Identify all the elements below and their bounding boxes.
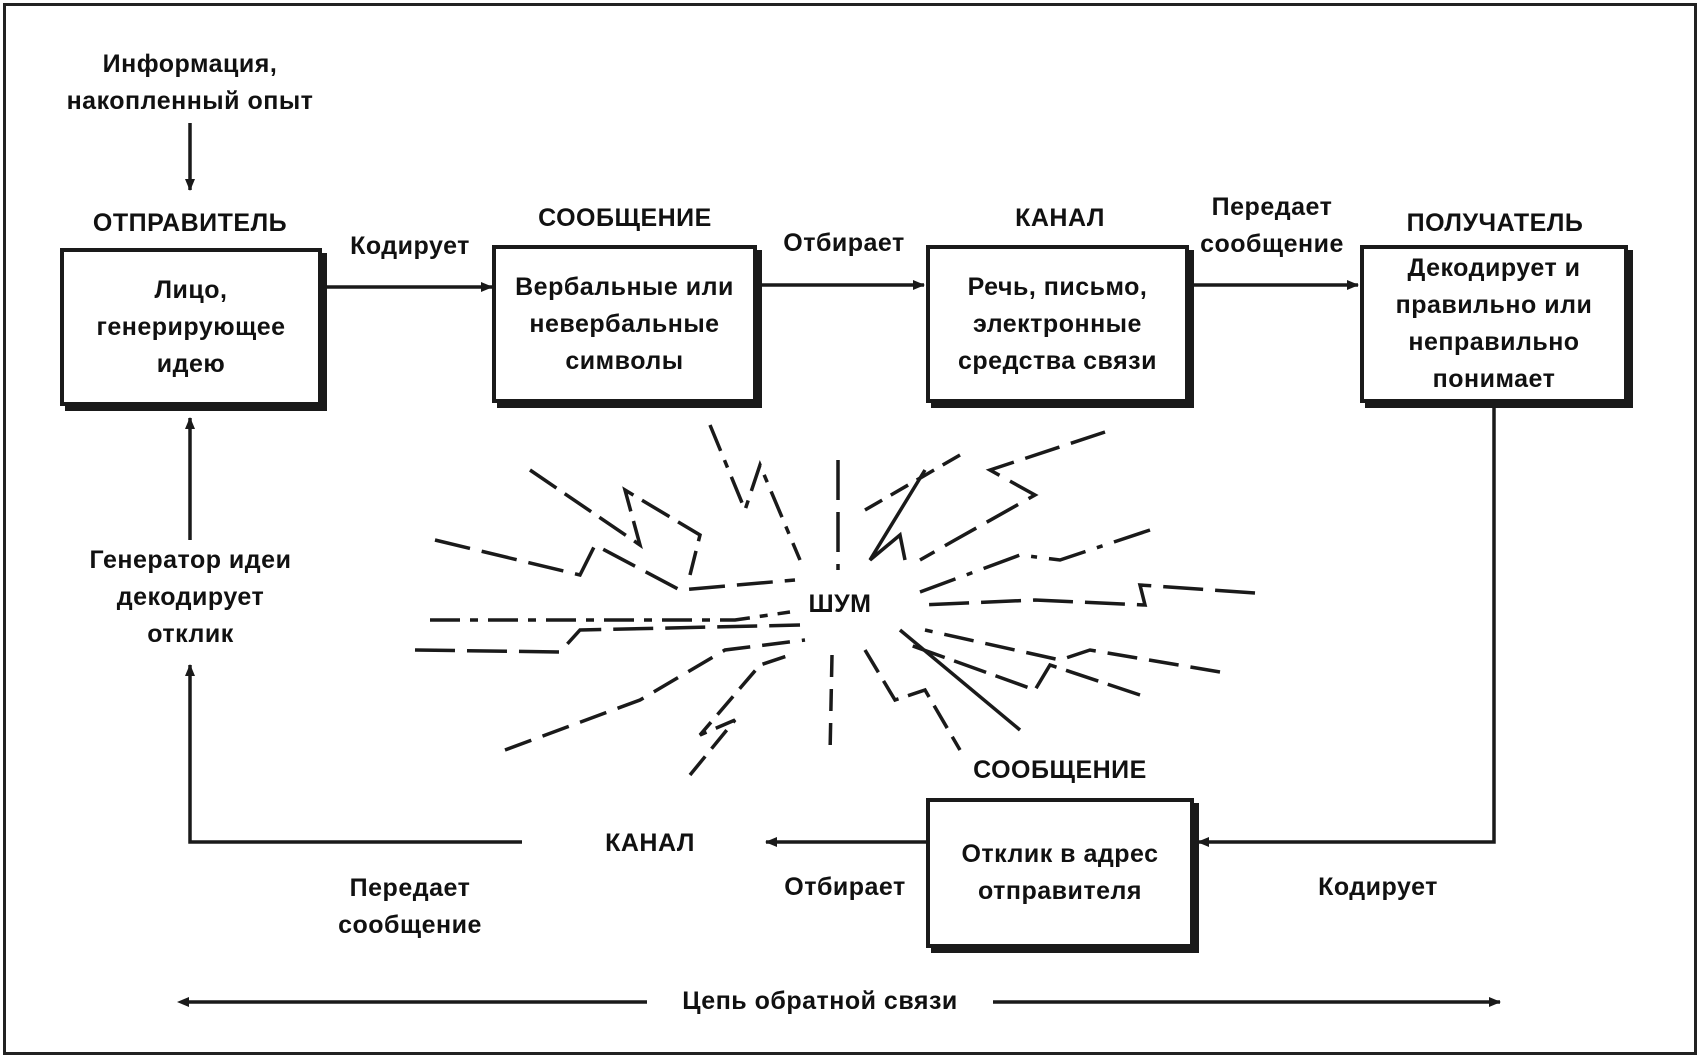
receiver-box-text: Декодирует и правильно или неправильно п… — [1395, 254, 1593, 393]
transmits-label: Передает сообщение — [1200, 193, 1344, 258]
feedback-message-heading: СООБЩЕНИЕ — [973, 756, 1147, 784]
noise-burst — [414, 424, 1256, 777]
feedback-box: Отклик в адрес отправителя — [926, 798, 1194, 948]
encodes-label: Кодирует — [350, 232, 470, 260]
feedback-selects-label: Отбирает — [784, 873, 906, 901]
sender-heading: ОТПРАВИТЕЛЬ — [92, 209, 288, 237]
sender-box: Лицо, генерирующее идею — [60, 248, 322, 406]
feedback-transmits-label: Передает сообщение — [338, 874, 482, 939]
sender-box-text: Лицо, генерирующее идею — [96, 275, 286, 378]
message-box-text: Вербальные или невербальные символы — [515, 272, 734, 375]
channel-heading: КАНАЛ — [1015, 204, 1105, 232]
receiver-to-feedback-line — [1197, 406, 1496, 847]
feedback-loop-label: Цепь обратной связи — [647, 983, 993, 1020]
decodes-response-label: Генератор идеи декодирует отклик — [60, 542, 321, 653]
diagram-frame — [3, 3, 1697, 1055]
selects-label: Отбирает — [783, 229, 905, 257]
return-line — [185, 664, 522, 844]
channel-box-text: Речь, письмо, электронные средства связи — [958, 272, 1157, 375]
message-box: Вербальные или невербальные символы — [492, 245, 757, 403]
receiver-box: Декодирует и правильно или неправильно п… — [1360, 245, 1628, 403]
message-heading: СООБЩЕНИЕ — [538, 204, 712, 232]
feedback-box-text: Отклик в адрес отправителя — [961, 840, 1159, 905]
feedback-channel-heading: КАНАЛ — [605, 829, 695, 857]
receiver-heading: ПОЛУЧАТЕЛЬ — [1406, 209, 1584, 237]
information-label: Информация, накопленный опыт — [66, 50, 314, 115]
noise-label: ШУМ — [808, 590, 872, 618]
channel-box: Речь, письмо, электронные средства связи — [926, 245, 1189, 403]
feedback-encodes-label: Кодирует — [1318, 873, 1438, 901]
